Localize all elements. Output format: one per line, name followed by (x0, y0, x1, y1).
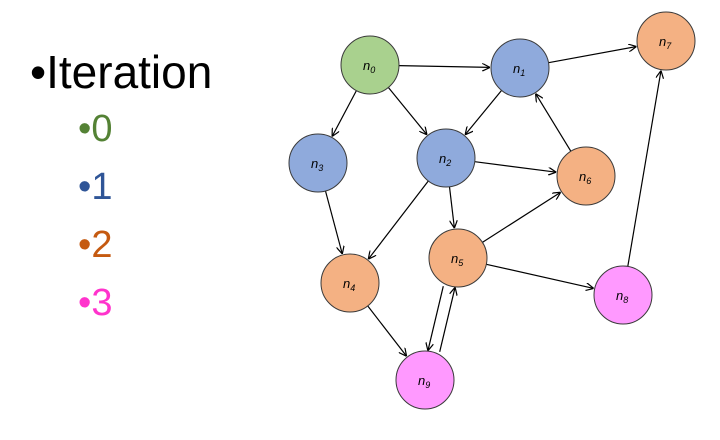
legend-item-iteration-3: •3 (78, 274, 212, 332)
legend-title-bullet: • (30, 46, 47, 98)
edge-n2-to-n5 (448, 186, 455, 228)
node-label-subscript: 6 (586, 176, 591, 186)
node-label-subscript: 7 (666, 41, 672, 51)
edge-n5-to-n6 (482, 192, 560, 243)
node-label-subscript: 2 (445, 158, 451, 168)
edge-n0-to-n3 (332, 90, 357, 137)
node-label-base: n (418, 373, 425, 388)
node-n5: n5 (428, 228, 488, 288)
node-label-base: n (451, 251, 458, 266)
node-circle (556, 146, 616, 206)
node-label: n3 (311, 156, 323, 173)
node-label-subscript: 0 (370, 65, 375, 75)
legend-item-bullet: • (78, 282, 92, 324)
node-label-base: n (363, 58, 370, 73)
node-label-subscript: 4 (350, 283, 355, 293)
node-n8: n8 (593, 265, 653, 325)
node-label-subscript: 1 (520, 68, 525, 78)
legend-item-iteration-1: •1 (78, 158, 212, 216)
legend-item-bullet: • (78, 224, 92, 266)
node-label-subscript: 8 (623, 295, 628, 305)
node-label: n7 (659, 34, 672, 51)
node-circle (636, 11, 696, 71)
legend-item-label: 0 (91, 108, 113, 150)
node-circle (490, 38, 550, 98)
edge-layer (324, 47, 662, 357)
legend-item-label: 3 (91, 282, 113, 324)
legend-title-text: Iteration (46, 46, 213, 98)
edge-n3-to-n4 (324, 190, 343, 254)
edge-n6-to-n1 (536, 94, 572, 152)
node-circle (416, 128, 476, 188)
node-n3: n3 (288, 133, 348, 193)
node-label-base: n (659, 34, 666, 49)
legend-item-bullet: • (78, 108, 92, 150)
edge-n2-to-n6 (474, 161, 556, 173)
node-label-subscript: 5 (458, 258, 464, 268)
node-label-base: n (513, 61, 520, 76)
edge-n4-to-n9 (367, 305, 407, 356)
node-label-base: n (311, 156, 318, 171)
edge-n5-to-n8 (486, 263, 593, 288)
legend-item-bullet: • (78, 166, 92, 208)
node-n9: n9 (395, 350, 455, 410)
node-label: n9 (418, 373, 430, 390)
edge-n1-to-n2 (465, 90, 503, 134)
edge-n8-to-n7 (627, 71, 661, 267)
node-label: n4 (343, 276, 355, 293)
node-label-subscript: 9 (425, 380, 430, 390)
legend-item-label: 2 (91, 224, 113, 266)
node-n1: n1 (490, 38, 550, 98)
edge-n2-to-n4 (368, 180, 429, 259)
legend-title: •Iteration (30, 44, 212, 100)
node-label: n0 (363, 58, 375, 75)
edge-n9-to-n5 (439, 287, 455, 352)
node-circle (428, 228, 488, 288)
node-label: n6 (579, 169, 591, 186)
node-label-base: n (439, 151, 446, 166)
node-n0: n0 (340, 35, 400, 95)
node-n7: n7 (636, 11, 696, 71)
iteration-legend: •Iteration •0 •1 •2 •3 (30, 44, 212, 332)
node-label-base: n (579, 169, 586, 184)
node-circle (288, 133, 348, 193)
edge-n0-to-n2 (387, 87, 427, 135)
node-label: n5 (451, 251, 464, 268)
node-n2: n2 (416, 128, 476, 188)
node-circle (340, 35, 400, 95)
edge-n5-to-n9 (428, 286, 444, 351)
edge-n0-to-n1 (398, 66, 490, 68)
legend-item-label: 1 (91, 166, 113, 208)
node-label-subscript: 3 (318, 163, 323, 173)
node-n4: n4 (320, 253, 380, 313)
legend-item-iteration-2: •2 (78, 216, 212, 274)
node-n6: n6 (556, 146, 616, 206)
node-label: n2 (439, 151, 451, 168)
node-label-base: n (343, 276, 350, 291)
node-label: n8 (616, 288, 628, 305)
node-label-base: n (616, 288, 623, 303)
node-circle (593, 265, 653, 325)
edge-n1-to-n7 (548, 47, 637, 64)
node-label: n1 (513, 61, 525, 78)
node-circle (395, 350, 455, 410)
node-circle (320, 253, 380, 313)
legend-item-iteration-0: •0 (78, 100, 212, 158)
